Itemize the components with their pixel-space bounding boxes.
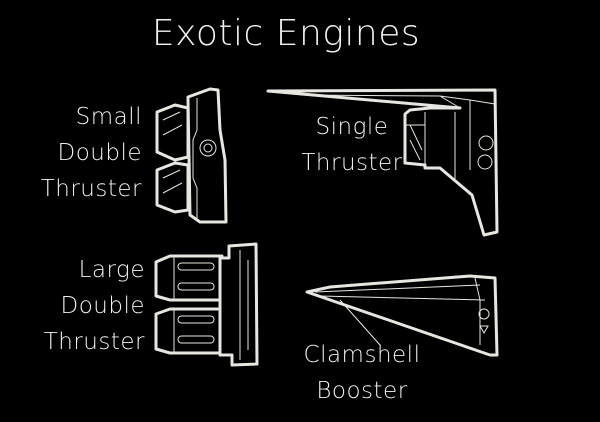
label-line: Thruster: [43, 329, 145, 355]
label-line: Small: [75, 104, 142, 130]
label-line: Double: [60, 293, 145, 319]
label-line: Thruster: [301, 150, 403, 176]
label-line: Thruster: [40, 176, 142, 202]
single-thruster-label: Single Thruster: [300, 109, 404, 181]
clamshell-booster-label: Clamshell Booster: [300, 337, 424, 409]
label-line: Booster: [316, 378, 408, 404]
clamshell-booster-drawing: [305, 274, 499, 357]
small-double-thruster-label: Small Double Thruster: [41, 99, 142, 207]
label-line: Clamshell: [303, 342, 421, 368]
large-double-thruster-drawing: [154, 242, 259, 367]
label-line: Large: [78, 257, 145, 283]
large-double-thruster-label: Large Double Thruster: [44, 252, 145, 360]
label-line: Single: [315, 114, 389, 140]
page-title: Exotic Engines: [151, 13, 421, 54]
label-line: Double: [57, 140, 142, 166]
small-double-thruster-drawing: [155, 87, 228, 224]
single-thruster-drawing: [266, 88, 499, 237]
